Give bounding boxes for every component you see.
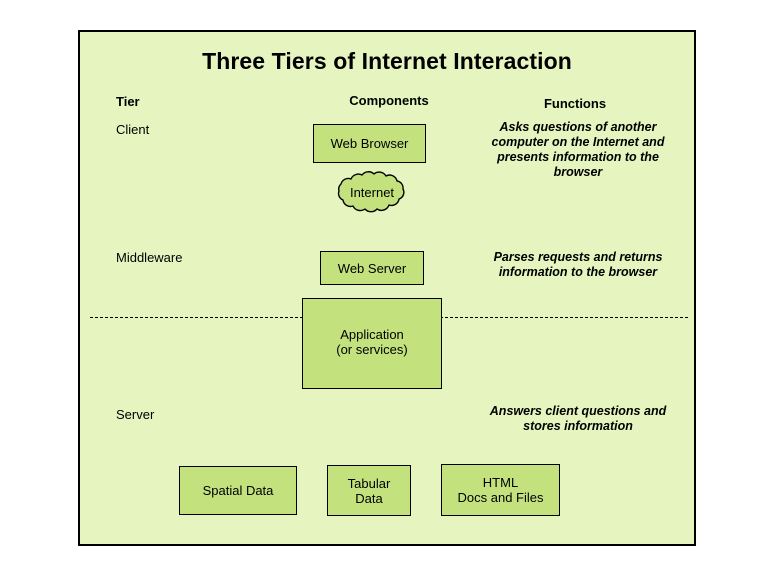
component-label-application-line1: Application	[340, 327, 404, 342]
slide-frame: Three Tiers of Internet Interaction Tier…	[78, 30, 696, 546]
component-box-spatial-data[interactable]: Spatial Data	[179, 466, 297, 515]
component-label-html-line1: HTML	[482, 475, 519, 490]
tier-label-client: Client	[116, 122, 150, 137]
component-label-spatial-data: Spatial Data	[202, 483, 274, 498]
component-box-tabular-data[interactable]: Tabular Data	[327, 465, 411, 516]
component-cloud-internet[interactable]: Internet	[325, 171, 419, 217]
component-label-tabular-line2: Data	[355, 490, 383, 506]
tier-label-server: Server	[116, 407, 155, 422]
column-header-functions: Functions	[543, 96, 607, 111]
function-text-middleware: Parses requests and returns information …	[493, 250, 663, 279]
component-label-application-line2: (or services)	[336, 342, 408, 357]
tier-label-middleware: Middleware	[116, 250, 183, 265]
component-label-internet: Internet	[349, 185, 395, 200]
function-text-server: Answers client questions and stores info…	[489, 404, 667, 433]
column-header-components: Components	[349, 93, 429, 108]
component-box-html-docs[interactable]: HTML Docs and Files	[441, 464, 560, 516]
component-label-tabular-line1: Tabular	[347, 475, 391, 491]
component-label-web-server: Web Server	[337, 260, 407, 276]
component-label-html-line2: Docs and Files	[457, 490, 544, 505]
column-header-tier: Tier	[116, 94, 140, 109]
component-label-web-browser: Web Browser	[330, 136, 409, 151]
component-box-application[interactable]: Application (or services)	[302, 298, 442, 389]
function-text-client: Asks questions of another computer on th…	[491, 120, 665, 179]
cloud-icon	[337, 171, 405, 213]
component-box-web-server[interactable]: Web Server	[320, 251, 424, 285]
component-box-web-browser[interactable]: Web Browser	[313, 124, 426, 163]
page-title: Three Tiers of Internet Interaction	[202, 48, 572, 74]
